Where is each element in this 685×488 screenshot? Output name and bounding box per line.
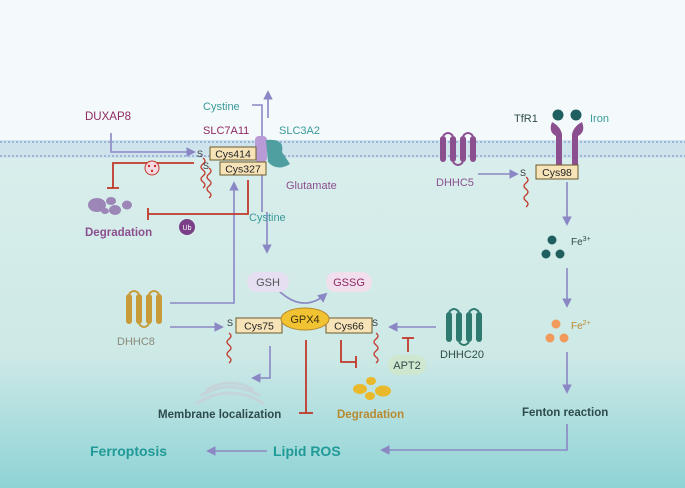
dhhc8-label: DHHC8 xyxy=(117,336,155,348)
slc7a11-label: SLC7A11 xyxy=(203,125,249,137)
degradation-left-label: Degradation xyxy=(85,227,152,239)
tfr1-receptor xyxy=(550,109,584,166)
dhhc5-protein xyxy=(440,132,476,166)
arrow-dhhc8-to-slc7a11 xyxy=(170,181,239,304)
palmitoyl-chains-slc7a11 xyxy=(200,157,212,199)
cys66-box: Cys66 xyxy=(325,317,373,334)
cys98-box: Cys98 xyxy=(535,164,579,180)
apt2-node: APT2 xyxy=(388,355,426,375)
cell-membrane xyxy=(0,140,685,158)
arrow-fenton-to-lipid-ros xyxy=(380,424,568,455)
inhibition-lines xyxy=(107,162,414,414)
svg-text:Cys327: Cys327 xyxy=(225,164,261,176)
iron-ion-1 xyxy=(552,109,564,121)
s-label-98: S xyxy=(520,168,526,178)
palmitoyl-chain-tfr1 xyxy=(523,176,529,208)
arrow-gpx4-to-membrane xyxy=(251,346,271,383)
lipid-ros-label: Lipid ROS xyxy=(273,443,341,459)
s-label-66: S xyxy=(372,318,378,328)
dhhc20-label: DHHC20 xyxy=(440,349,484,361)
inhibit-degradation-ub xyxy=(148,180,249,215)
cys414-box: Cys414 xyxy=(209,146,257,161)
cys327-box: Cys327 xyxy=(219,161,267,176)
degradation-right-label: Degradation xyxy=(337,409,404,421)
svg-text:Cys414: Cys414 xyxy=(215,149,251,161)
s-label-414: S xyxy=(197,149,203,159)
inhibit-slc7a11-degradation xyxy=(112,162,194,188)
inhibit-gpx4-degradation xyxy=(340,340,356,363)
dhhc5-label: DHHC5 xyxy=(436,177,474,189)
slc3a2-protein xyxy=(266,139,290,168)
gpx4-node: GPX4 xyxy=(280,307,330,331)
gssg-node: GSSG xyxy=(326,272,372,292)
svg-text:Cys75: Cys75 xyxy=(244,321,274,333)
membrane-localization-label: Membrane localization xyxy=(158,409,281,421)
svg-text:APT2: APT2 xyxy=(393,360,421,372)
dhhc20-protein xyxy=(446,308,482,346)
dhhc8-protein xyxy=(126,290,162,328)
cys75-box: Cys75 xyxy=(235,317,283,334)
svg-text:Ub: Ub xyxy=(183,225,192,232)
fe2-ions-icon xyxy=(545,319,569,343)
cystine-cytosol-label: Cystine xyxy=(249,212,286,224)
degraded-fragments-right-icon xyxy=(353,377,391,400)
ferroptosis-label: Ferroptosis xyxy=(90,443,167,459)
slc3a2-label: SLC3A2 xyxy=(279,125,320,137)
fe3-ions-icon xyxy=(541,235,565,259)
tfr1-label: TfR1 xyxy=(514,113,538,125)
slc7a11-transporter xyxy=(255,136,290,168)
s-label-327: S xyxy=(203,161,209,171)
iron-label: Iron xyxy=(590,113,609,125)
cystine-extracellular-label: Cystine xyxy=(203,101,240,113)
fenton-reaction-label: Fenton reaction xyxy=(522,407,608,419)
svg-text:Cys98: Cys98 xyxy=(542,167,572,179)
glutamate-label: Glutamate xyxy=(286,180,337,192)
arrow-duxap8-to-slc7a11 xyxy=(110,133,196,157)
duxap8-label: DUXAP8 xyxy=(85,111,131,123)
activation-arrows xyxy=(110,90,572,456)
palmitoyl-chains-gpx4 xyxy=(226,332,379,364)
svg-text:GSH: GSH xyxy=(256,277,280,289)
s-label-75: S xyxy=(227,318,233,328)
fe3-label: Fe3+ xyxy=(571,236,591,248)
ubiquitin-icon: Ub xyxy=(179,219,195,235)
iron-ion-2 xyxy=(570,109,582,121)
fe2-label: Fe2+ xyxy=(571,320,591,332)
proteasome-icon xyxy=(144,160,160,176)
svg-text:Cys66: Cys66 xyxy=(334,321,364,333)
svg-text:GSSG: GSSG xyxy=(333,277,365,289)
degraded-fragments-left-icon xyxy=(88,197,132,215)
svg-text:GPX4: GPX4 xyxy=(290,314,319,326)
membrane-organelle-icon xyxy=(195,381,265,406)
gsh-node: GSH xyxy=(247,272,289,292)
arrow-gsh-to-gssg xyxy=(277,289,328,304)
arrow-cystine-import xyxy=(252,104,263,212)
